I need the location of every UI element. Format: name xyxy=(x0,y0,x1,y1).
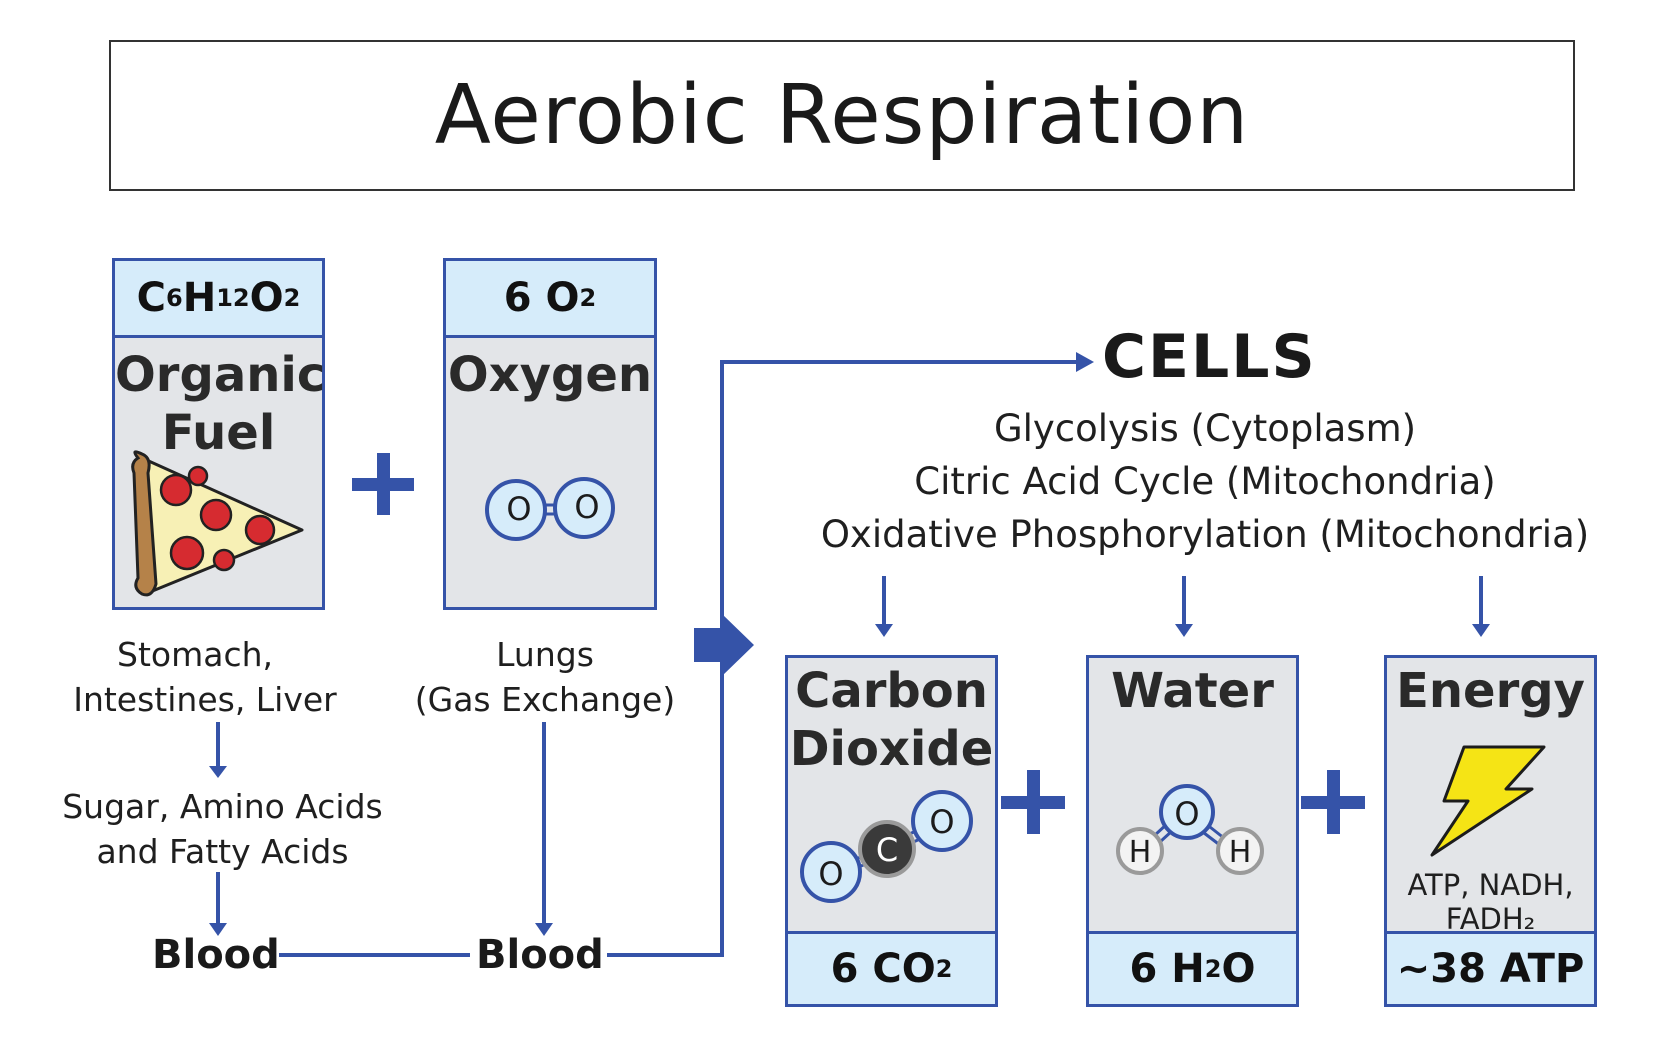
co2-formula-main: 6 CO xyxy=(830,946,936,992)
plus-sign-2 xyxy=(1001,770,1065,834)
formula-o-sub: 2 xyxy=(283,284,301,312)
organic-fuel-label-line1: Organic xyxy=(115,347,326,403)
gas-exchange-line1: Lungs xyxy=(496,635,594,674)
gas-exchange-location: Lungs (Gas Exchange) xyxy=(385,632,705,722)
blood-label-right: Blood xyxy=(476,932,604,978)
arrowhead xyxy=(209,923,227,936)
water-label: Water xyxy=(1111,663,1274,719)
arrowhead xyxy=(1472,624,1490,637)
water-formula-sub: 2 xyxy=(1204,955,1222,983)
cells-stage-citric-acid: Citric Acid Cycle (Mitochondria) xyxy=(914,460,1496,503)
digestion-location: Stomach, Intestines, Liver xyxy=(40,632,370,722)
arrowhead xyxy=(535,923,553,936)
energy-card: Energy ATP, NADH, FADH₂ ~38 ATP xyxy=(1384,655,1597,1007)
water-atom-h1: H xyxy=(1128,835,1152,870)
cells-stage-glycolysis: Glycolysis (Cytoplasm) xyxy=(993,407,1417,450)
oxygen-atom-2: O xyxy=(574,488,600,526)
organic-fuel-label-line2: Fuel xyxy=(161,405,276,461)
digestion-location-line1: Stomach, xyxy=(117,635,273,674)
cells-stage-oxidative: Oxidative Phosphorylation (Mitochondria) xyxy=(820,513,1590,556)
carbon-dioxide-label-line1: Carbon xyxy=(795,663,988,719)
organic-fuel-label: Organic Fuel xyxy=(115,346,326,462)
plus-sign-1 xyxy=(352,453,414,515)
oxygen-atom-1: O xyxy=(506,490,532,528)
page-title: Aerobic Respiration xyxy=(434,68,1250,163)
water-formula-post: O xyxy=(1221,946,1256,992)
carbon-dioxide-label-line2: Dioxide xyxy=(789,721,994,777)
water-atom-o: O xyxy=(1174,795,1200,833)
arrowhead xyxy=(209,766,227,778)
water-atom-h2: H xyxy=(1228,835,1252,870)
oxygen-label: Oxygen xyxy=(447,347,653,403)
co2-atom-c: C xyxy=(875,831,899,869)
carbon-dioxide-label: Carbon Dioxide xyxy=(788,662,995,778)
title-box: Aerobic Respiration xyxy=(109,40,1575,191)
lightning-bolt-icon xyxy=(1430,745,1546,857)
digestion-location-line2: Intestines, Liver xyxy=(73,680,337,719)
water-molecule-icon xyxy=(1116,784,1264,875)
co2-formula-sub: 2 xyxy=(935,955,953,983)
water-formula-pre: 6 H xyxy=(1129,946,1205,992)
formula-h: H xyxy=(182,275,217,321)
co2-atom-o1: O xyxy=(818,855,844,893)
formula-c: C xyxy=(136,275,167,321)
energy-detail: ATP, NADH, FADH₂ xyxy=(1387,868,1594,936)
arrowhead xyxy=(1175,624,1193,637)
pizza-slice-icon xyxy=(131,450,304,597)
formula-o: O xyxy=(249,275,284,321)
oxygen-formula-sub: 2 xyxy=(579,284,597,312)
digestion-products-line2: and Fatty Acids xyxy=(96,832,349,871)
arrowhead xyxy=(1076,352,1094,372)
oxygen-formula-main: 6 O xyxy=(503,275,580,321)
plus-sign-3 xyxy=(1301,770,1365,834)
flow-arrow xyxy=(694,614,754,676)
arrowhead xyxy=(875,624,893,637)
carbon-dioxide-molecule-icon xyxy=(800,790,973,903)
cells-title: CELLS xyxy=(1102,322,1317,392)
energy-label: Energy xyxy=(1396,663,1585,719)
gas-exchange-line2: (Gas Exchange) xyxy=(414,680,676,719)
formula-h-sub: 12 xyxy=(216,284,250,312)
energy-formula: ~38 ATP xyxy=(1387,931,1594,1004)
digestion-products: Sugar, Amino Acids and Fatty Acids xyxy=(20,784,425,874)
energy-detail-line2: FADH₂ xyxy=(1445,902,1536,936)
oxygen-molecule-icon xyxy=(485,477,615,541)
digestion-products-line1: Sugar, Amino Acids xyxy=(62,787,383,826)
blood-label-left: Blood xyxy=(152,932,280,978)
co2-atom-o2: O xyxy=(929,803,955,841)
energy-detail-line1: ATP, NADH, xyxy=(1407,868,1574,902)
formula-c-sub: 6 xyxy=(166,284,183,312)
